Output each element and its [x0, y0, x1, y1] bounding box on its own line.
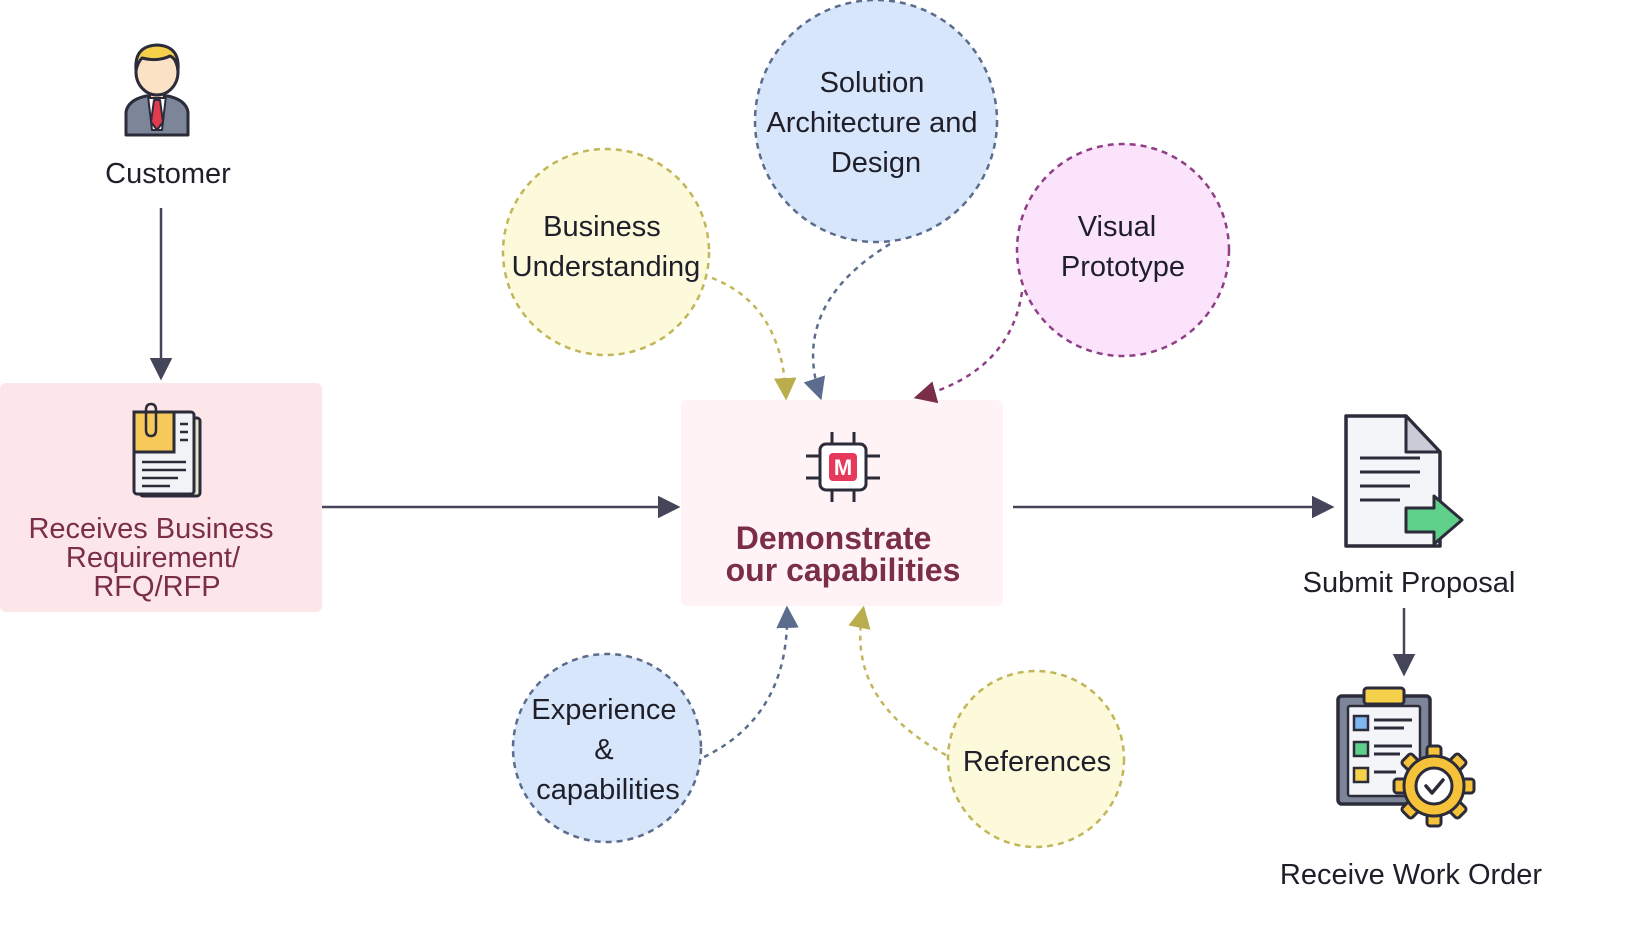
receive-requirement-line: RFQ/RFP — [93, 571, 220, 603]
solution-architecture-line: Solution — [820, 67, 925, 99]
proposal-document-icon — [1344, 414, 1464, 548]
experience-capabilities-bubble — [511, 652, 703, 844]
business-understanding-label: Business Understanding — [512, 211, 701, 283]
clipboard-gear-icon — [1336, 686, 1476, 828]
visual-prototype-label: Visual Prototype — [1061, 211, 1185, 283]
experience-capabilities-line: Experience — [531, 694, 676, 726]
receive-requirement-label: Receives Business Requirement/ RFQ/RFP — [28, 513, 281, 603]
solution-architecture-label: Solution Architecture and Design — [766, 67, 985, 179]
solution-architecture-line: Design — [831, 147, 921, 179]
demonstrate-line: our capabilities — [726, 552, 961, 588]
arrow-prototype-to-center — [913, 291, 1024, 404]
demonstrate-capabilities-label: Demonstrate our capabilities — [726, 520, 961, 588]
references-bubble — [946, 669, 1126, 849]
demonstrate-line: Demonstrate — [736, 520, 932, 556]
visual-prototype-bubble — [1015, 142, 1231, 358]
solution-architecture-bubble — [753, 0, 999, 244]
business-understanding-line: Business — [543, 211, 661, 243]
arrow-architecture-to-center — [803, 242, 891, 401]
references-label: References — [963, 746, 1111, 778]
demonstrate-capabilities-box — [681, 400, 1003, 606]
business-understanding-line: Understanding — [512, 251, 701, 283]
document-stack-icon — [132, 402, 202, 498]
arrow-experience-to-center — [703, 605, 799, 759]
experience-capabilities-line: & — [594, 734, 613, 766]
visual-prototype-line: Prototype — [1061, 251, 1185, 283]
arrow-references-to-center — [848, 605, 947, 757]
experience-capabilities-line: capabilities — [536, 774, 679, 806]
solution-architecture-line: Architecture and — [766, 107, 977, 139]
customer-label: Customer — [105, 158, 231, 190]
customer-icon — [124, 43, 190, 137]
receive-requirement-line: Receives Business — [28, 513, 273, 545]
chip-logo-letter: M — [834, 455, 852, 480]
experience-capabilities-label: Experience & capabilities — [531, 694, 684, 806]
receive-work-order-label: Receive Work Order — [1280, 859, 1542, 891]
arrow-business-to-center — [711, 276, 797, 401]
chip-logo-icon: M — [806, 432, 880, 502]
visual-prototype-line: Visual — [1078, 211, 1156, 243]
submit-proposal-label: Submit Proposal — [1303, 567, 1516, 599]
business-understanding-bubble — [501, 147, 711, 357]
receive-requirement-line: Requirement/ — [66, 542, 241, 574]
